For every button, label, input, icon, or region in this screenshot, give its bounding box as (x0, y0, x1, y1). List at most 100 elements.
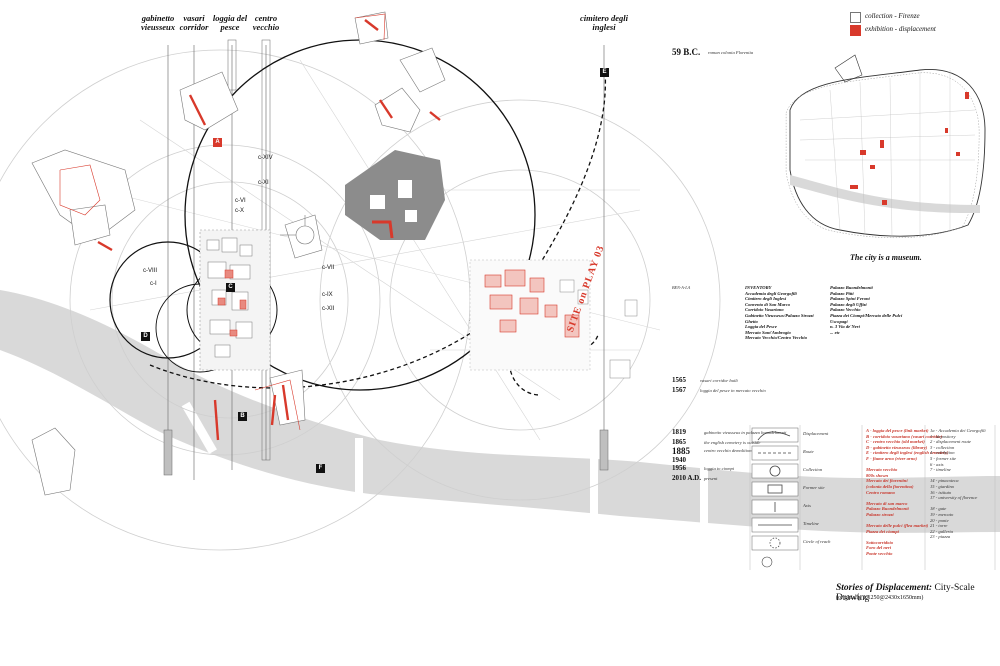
list-item: Palazzo strozzi (866, 511, 894, 517)
date-note: the english cemetery is outside (704, 440, 761, 445)
column-label: loggia del pesce (212, 13, 248, 32)
list-item: Piazza dei ciompi (866, 528, 899, 534)
date-year: 2010 A.D. (672, 474, 701, 482)
ring-label: c-VI (235, 198, 246, 204)
legend-symbol-label: Former site (803, 485, 825, 490)
drawing-title: Stories of Displacement: City-Scale Draw… (836, 583, 1000, 603)
list-item: 19 - mercato (930, 511, 954, 517)
list-item: Palazzo Buondelmonti (830, 285, 873, 290)
legend-symbol-label: Route (803, 449, 814, 454)
list-item: 6 - axis (930, 461, 944, 467)
list-item: D - gabinetto vieusseux (library) (866, 444, 928, 450)
motto: The city is a museum. (850, 253, 922, 262)
column-label: cimitero degli inglesi (580, 13, 628, 32)
list-item: Mercato Vecchio/Centro Vecchio (745, 335, 808, 341)
list-item: Mercato vecchio (866, 467, 898, 473)
list-item: ... etc (830, 329, 840, 335)
drawing-scale: (originally 1:1250@2430x1650mm) (836, 595, 924, 601)
ring-label: c-I (150, 281, 157, 287)
date-year: 1885 (672, 446, 690, 456)
list-item: Mercato Sant'Ambrogio (745, 329, 791, 335)
list-item: 4 - exhibition (930, 450, 955, 456)
list-item: F - fiume arno (river arno) (866, 455, 918, 461)
ring-label: c-XIV (258, 155, 273, 161)
marker-d: D (141, 332, 150, 341)
date-year: 1865 (672, 438, 686, 446)
ring-label: c-X (235, 208, 244, 214)
legend-symbol-label: Collection (803, 467, 823, 472)
legend-symbol-label: Displacement (803, 431, 829, 436)
title-main: Stories of Displacement: (836, 583, 933, 593)
list-item: Convento di San Marco (745, 301, 791, 307)
collection-swatch (850, 12, 861, 23)
list-item: 23 - piazza (930, 534, 951, 540)
exhibition-highlights (97, 19, 441, 441)
ambrogio-cluster (469, 259, 638, 379)
date-note: loggia to ciompi (704, 466, 735, 471)
list-item: Mercato di san marco (866, 500, 908, 506)
list-item: Uscopagi (830, 318, 848, 324)
list-item: A - loggia del pesce (link market) (866, 428, 929, 433)
list-item: INVENTORY (745, 285, 772, 290)
marker-c: C (226, 283, 235, 292)
list-item: 3 - collection (930, 444, 955, 450)
legend-collection: collection - Firenze (865, 12, 920, 20)
red-outlines (59, 13, 386, 431)
list-item: 800s shown (866, 472, 889, 478)
date-note: gabinetto vieusseux in palazzo buondelmo… (704, 430, 787, 435)
table-lines (749, 425, 996, 570)
marker-f: F (316, 464, 325, 473)
list-item: Gabinetto Vieusseux/Palazzo Strozzi (745, 312, 814, 318)
list-item: Cimitero degli Inglesi (745, 296, 787, 302)
old-center-map (199, 229, 271, 371)
date-note: centro vecchio demolition (704, 448, 752, 453)
date-year: 1567 (672, 386, 686, 394)
church-plan (280, 215, 315, 245)
marker-e: E (600, 68, 609, 77)
axis-pillars (163, 39, 609, 476)
list-item: Mercato delle pulci (flea market) (866, 523, 929, 529)
list-item: C - centro vecchio (old market) (866, 439, 925, 445)
date-note: roman colonia Florentia (708, 50, 754, 55)
ring-label: c-VII (322, 265, 335, 271)
column-label: vasari corridor (179, 13, 209, 32)
list-item: 22 - galleria (930, 528, 953, 534)
date-year: 1819 (672, 428, 686, 436)
bridge (590, 455, 598, 515)
list-item: Corridoio Vasariano (745, 307, 784, 313)
seal-icon (761, 556, 773, 568)
legend-symbol-boxes (751, 427, 799, 551)
list-item: (colonia della fiorentina) (866, 483, 914, 489)
list-item: Mercato dei fiorentini (866, 478, 908, 484)
list-item: Palazzo Pitti (830, 290, 854, 296)
list-item: 2 - displacement route (930, 439, 972, 445)
list-item: Palazzo degli Uffizi (830, 301, 867, 307)
list-item: Palazzo Spini Feroni (830, 296, 870, 302)
marker-b: B (238, 412, 247, 421)
ring-label: c-IX (322, 292, 333, 298)
ring-label: c-VIII (143, 268, 158, 274)
list-item: 15 - giardino (930, 483, 955, 489)
column-label: centro vecchio (252, 13, 280, 32)
list-item: 1 - depository (930, 433, 956, 439)
list-item: Palazzo Buondelmonti (866, 506, 909, 512)
list-item: 21 - torre (930, 523, 948, 529)
list-item: Sottocorridoio (866, 539, 894, 545)
grey-building-plan (345, 150, 445, 240)
date-year: 59 B.C. (672, 47, 701, 57)
legend-symbol-label: Timeline (803, 521, 819, 526)
exhibition-swatch (850, 25, 861, 36)
marker-a: A (213, 138, 222, 147)
list-item: 16 - istituto (930, 489, 952, 495)
list-item: 14 - pinacoteca (930, 478, 959, 484)
list-item: 17 - university of florence (930, 495, 978, 501)
list-item: Palazzo Vecchio (830, 307, 861, 313)
legend-symbol-label: Circle of reach (803, 539, 831, 544)
list-item: 7 - timeline (930, 467, 951, 473)
date-year: 1956 (672, 464, 686, 472)
list-item: 18 - gate (930, 506, 947, 512)
list-item: 20 - ponte (930, 517, 949, 523)
